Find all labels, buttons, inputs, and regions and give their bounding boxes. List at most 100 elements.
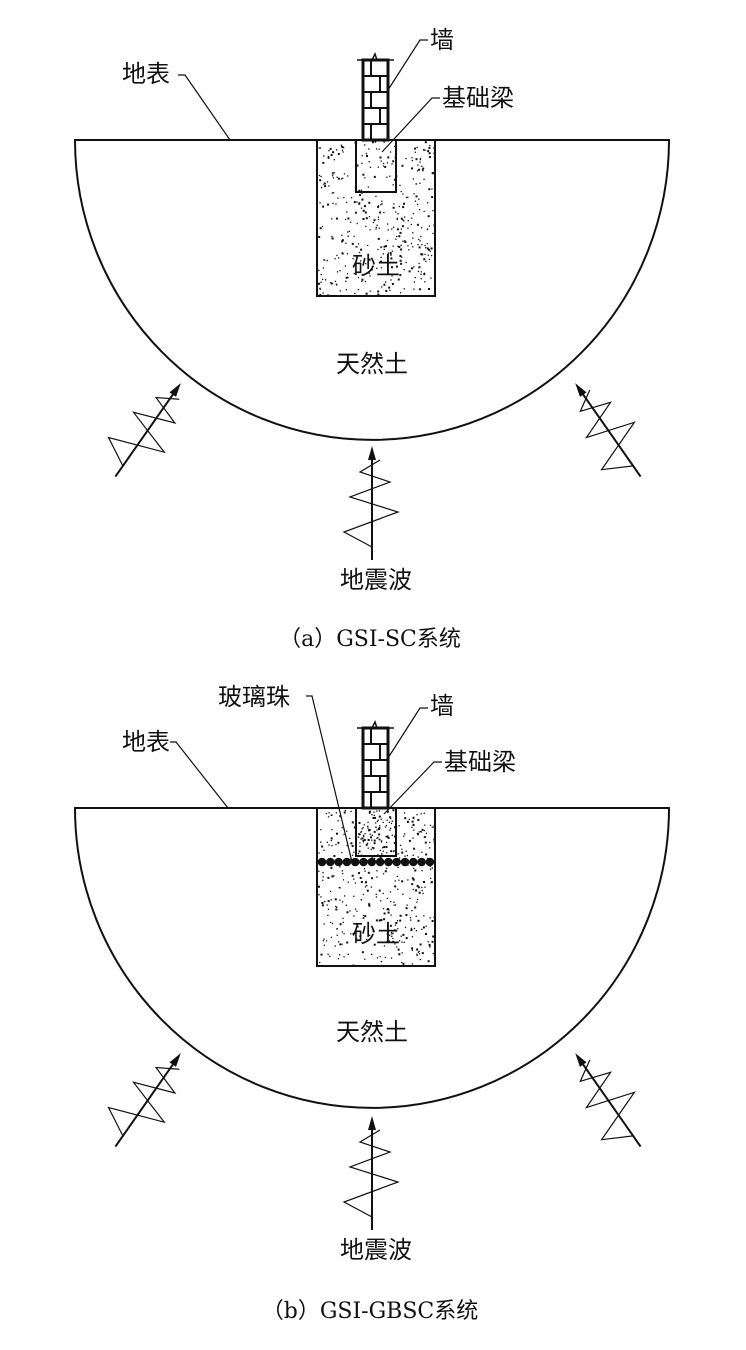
stipple-dot [323, 923, 325, 925]
stipple-dot [327, 908, 330, 910]
stipple-dot [353, 235, 355, 237]
stipple-dot [340, 144, 342, 146]
stipple-dot [364, 144, 366, 146]
stipple-dot [392, 160, 395, 163]
stipple-dot [364, 177, 366, 179]
stipple-dot [327, 876, 330, 879]
stipple-dot [346, 211, 348, 213]
beam-fill-stipple [358, 809, 396, 857]
stipple-dot [373, 811, 375, 813]
stipple-dot [431, 196, 434, 199]
stipple-dot [319, 179, 322, 182]
stipple-dot [378, 227, 380, 229]
stipple-dot [394, 885, 397, 888]
seismic-wave-label: 地震波 [340, 566, 412, 594]
stipple-dot [401, 848, 403, 850]
stipple-dot [375, 826, 377, 828]
stipple-dot [369, 275, 371, 277]
stipple-dot [341, 252, 344, 255]
stipple-dot [380, 203, 382, 206]
stipple-dot [331, 814, 333, 816]
stipple-dot [371, 834, 373, 836]
stipple-dot [336, 149, 338, 151]
brick-wall [355, 52, 396, 142]
stipple-dot [366, 155, 368, 158]
stipple-dot [403, 220, 405, 222]
stipple-dot [328, 185, 330, 187]
stipple-dot [378, 815, 381, 818]
stipple-dot [335, 283, 337, 285]
stipple-dot [336, 284, 338, 286]
stipple-dot [353, 878, 355, 880]
stipple-dot [320, 829, 322, 831]
stipple-dot [323, 155, 325, 157]
stipple-dot [427, 150, 430, 153]
stipple-dot [382, 847, 384, 849]
stipple-dot [379, 211, 382, 214]
stipple-dot [346, 941, 349, 944]
stipple-dot [373, 839, 376, 842]
stipple-dot [337, 841, 340, 844]
stipple-dot [355, 246, 357, 248]
stipple-dot [346, 273, 349, 275]
stipple-dot [319, 227, 322, 230]
stipple-dot [348, 230, 350, 232]
stipple-dot [341, 851, 343, 854]
stipple-dot [397, 866, 399, 868]
stipple-dot [415, 915, 417, 917]
stipple-dot [338, 941, 340, 943]
stipple-dot [386, 239, 389, 242]
stipple-dot [415, 195, 418, 198]
glass-beads-label: 玻璃珠 [218, 683, 290, 711]
stipple-dot [368, 216, 371, 218]
stipple-dot [423, 178, 425, 180]
stipple-dot [376, 837, 378, 839]
stipple-dot [416, 146, 418, 148]
stipple-dot [385, 290, 388, 292]
stipple-dot [400, 262, 403, 265]
stipple-dot [321, 902, 324, 904]
stipple-dot [394, 145, 396, 148]
stipple-dot [368, 272, 370, 274]
stipple-dot [361, 278, 364, 281]
stipple-dot [330, 839, 332, 842]
stipple-dot [362, 209, 365, 212]
stipple-dot [370, 848, 372, 850]
stipple-dot [401, 256, 403, 258]
stipple-dot [411, 936, 414, 938]
stipple-dot [431, 826, 433, 828]
stipple-dot [372, 265, 374, 267]
stipple-dot [359, 833, 361, 836]
stipple-dot [416, 223, 419, 226]
stipple-dot [368, 811, 370, 813]
stipple-dot [345, 276, 348, 279]
stipple-dot [360, 830, 363, 833]
stipple-dot [406, 904, 408, 906]
stipple-dot [393, 178, 396, 181]
stipple-dot [403, 269, 405, 271]
stipple-dot [330, 936, 333, 938]
stipple-dot [404, 240, 406, 242]
ground-surface-label: 地表 [122, 728, 170, 756]
stipple-dot [389, 891, 391, 893]
stipple-dot [411, 963, 413, 965]
natural-soil-region [73, 807, 671, 1109]
stipple-dot [352, 933, 355, 935]
stipple-dot [339, 923, 342, 926]
stipple-dot [419, 831, 422, 833]
stipple-dot [364, 870, 366, 872]
stipple-dot [422, 167, 425, 170]
stipple-dot [360, 899, 363, 901]
stipple-dot [373, 814, 375, 816]
stipple-dot [343, 811, 346, 814]
stipple-dot [322, 161, 325, 164]
stipple-dot [392, 809, 395, 812]
stipple-dot [390, 822, 393, 825]
stipple-dot [413, 847, 416, 850]
stipple-dot [381, 200, 383, 202]
stipple-dot [412, 816, 415, 819]
stipple-dot [383, 918, 386, 921]
stipple-dot [331, 922, 334, 925]
stipple-dot [418, 891, 421, 894]
stipple-dot [413, 281, 415, 283]
